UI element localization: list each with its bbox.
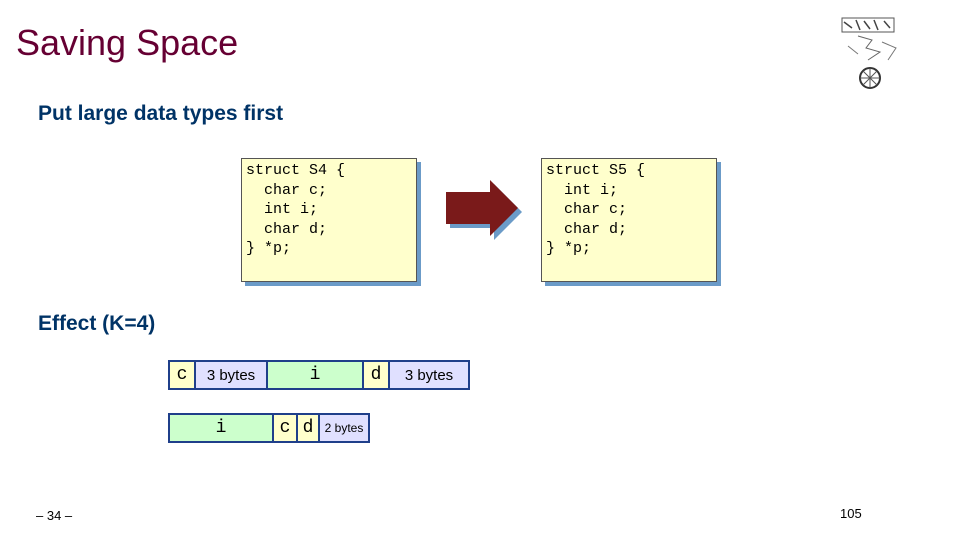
s4-padding-1: 3 bytes [194, 362, 266, 388]
slide-number-left: – 34 – [36, 508, 73, 523]
s5-padding: 2 bytes [318, 415, 368, 441]
memory-layout-s4: c 3 bytes i d 3 bytes [168, 360, 470, 390]
s5-field-d: d [296, 415, 318, 441]
slide-title: Saving Space [16, 22, 239, 63]
right-arrow-icon [446, 180, 522, 240]
s5-field-i: i [170, 415, 272, 441]
bullet-put-large-first: Put large data types first [38, 102, 284, 125]
s4-field-c: c [170, 362, 194, 388]
slide-number-right: 105 [840, 506, 862, 521]
course-logo-icon [841, 17, 897, 89]
s4-padding-2: 3 bytes [388, 362, 468, 388]
struct-s4-code: struct S4 { char c; int i; char d; } *p; [246, 162, 346, 258]
s4-field-d: d [362, 362, 388, 388]
s5-field-c: c [272, 415, 296, 441]
struct-s4-code-box: struct S4 { char c; int i; char d; } *p; [241, 158, 417, 282]
struct-s5-code-box: struct S5 { int i; char c; char d; } *p; [541, 158, 717, 282]
bullet-effect: Effect (K=4) [38, 312, 156, 335]
memory-layout-s5: i c d 2 bytes [168, 413, 370, 443]
s4-field-i: i [266, 362, 362, 388]
struct-s5-code: struct S5 { int i; char c; char d; } *p; [546, 162, 646, 258]
